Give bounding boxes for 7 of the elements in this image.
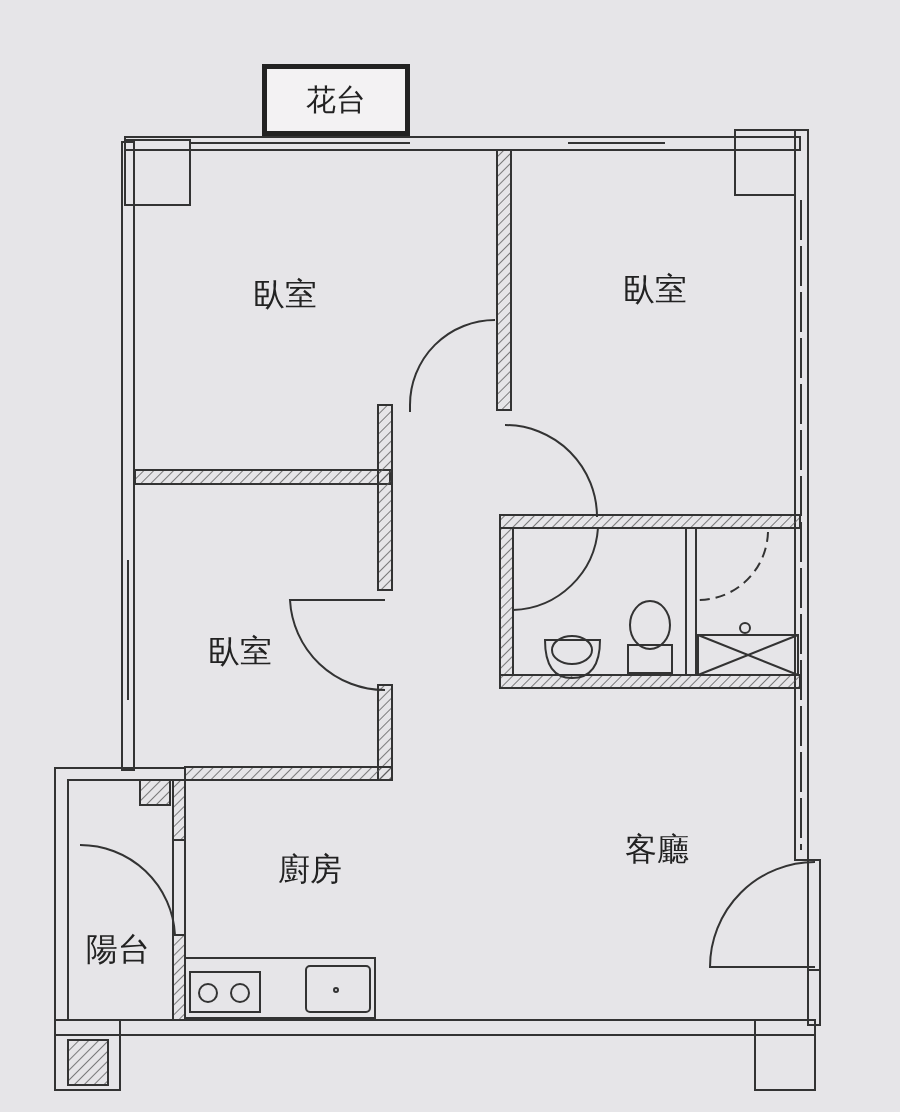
room-label: 廚房 (278, 849, 342, 890)
room-label: 臥室 (208, 631, 272, 672)
room-label: 客廳 (625, 829, 689, 870)
room-label: 臥室 (253, 274, 317, 315)
planter-box: 花台 (262, 64, 410, 136)
room-label: 臥室 (623, 269, 687, 310)
room-label: 陽台 (86, 929, 150, 970)
